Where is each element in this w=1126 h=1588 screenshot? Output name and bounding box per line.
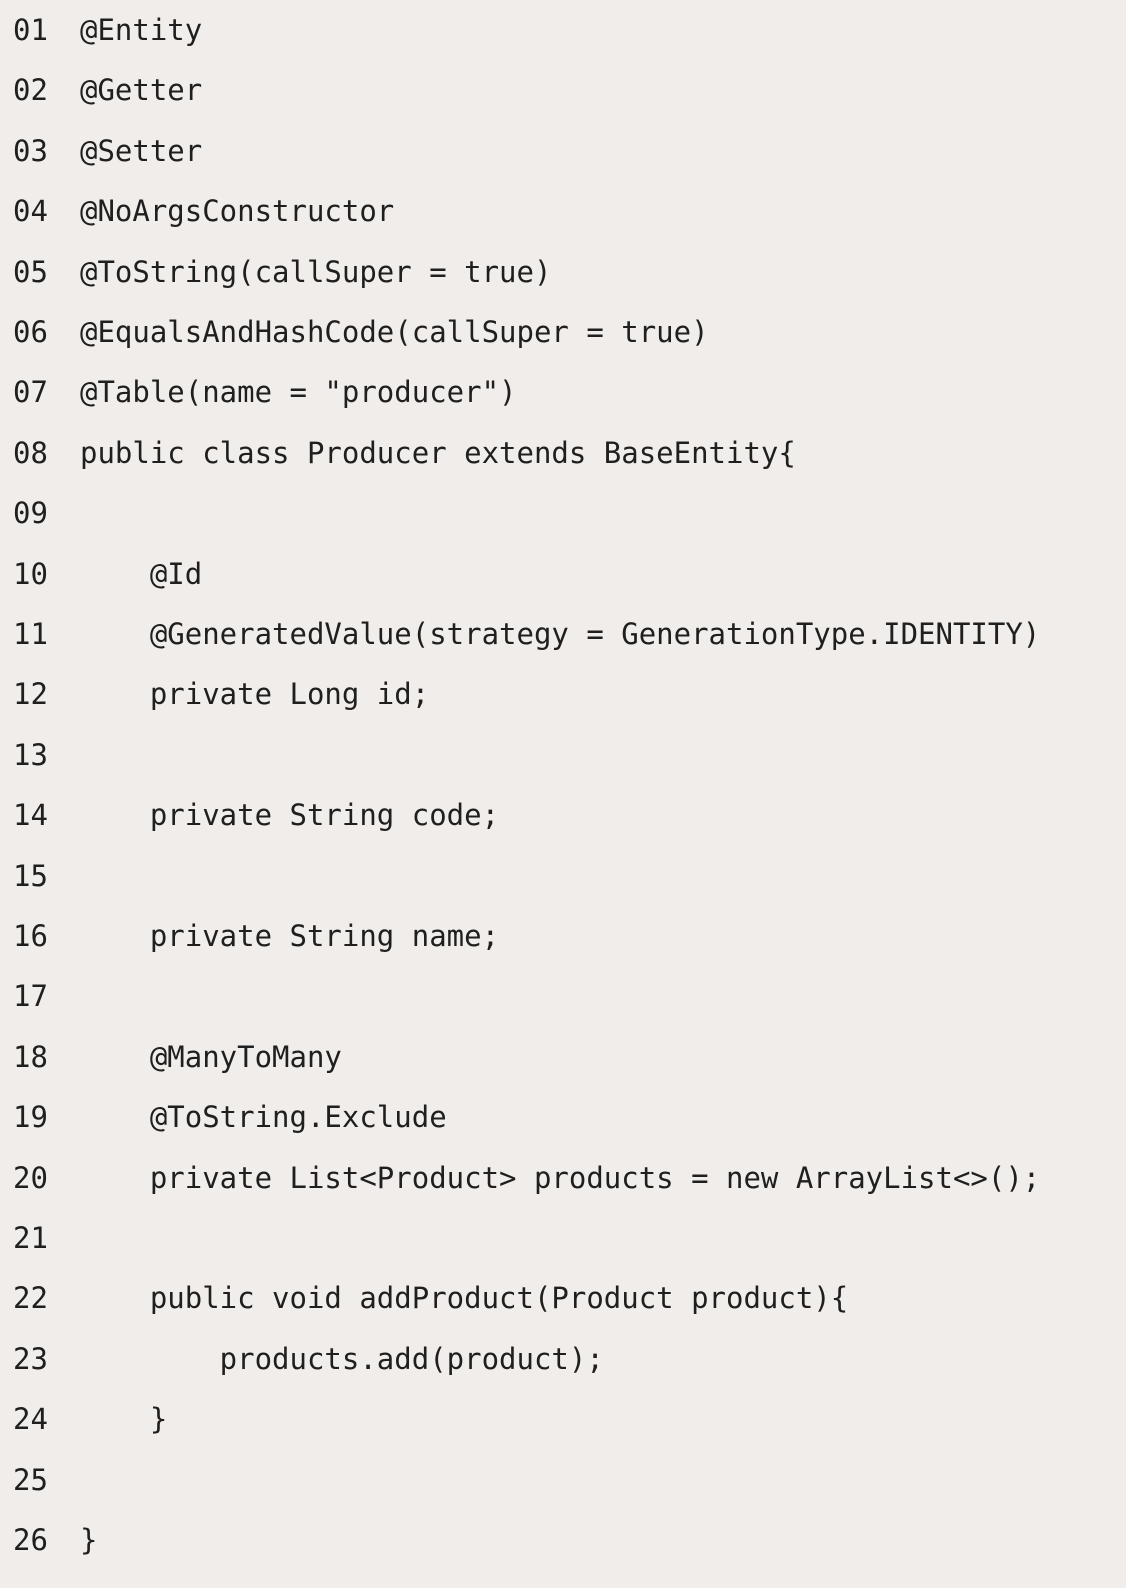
code-line: 04 @NoArgsConstructor xyxy=(0,181,1126,242)
line-number: 01 xyxy=(13,13,48,47)
line-number: 16 xyxy=(13,919,48,953)
line-number: 05 xyxy=(13,254,48,289)
code-line: 17 xyxy=(0,966,1126,1027)
line-number: 26 xyxy=(13,1523,48,1557)
line-text: @Setter xyxy=(80,133,203,168)
line-number: 20 xyxy=(13,1160,48,1195)
line-number: 11 xyxy=(13,617,48,651)
code-line: 10 @Id xyxy=(0,544,1126,605)
line-number: 03 xyxy=(13,133,48,168)
code-line: 06 @EqualsAndHashCode(callSuper = true) xyxy=(0,302,1126,363)
code-line: 21 xyxy=(0,1208,1126,1269)
code-line: 19 @ToString.Exclude xyxy=(0,1087,1126,1148)
line-number: 24 xyxy=(13,1402,48,1437)
line-text: @Entity xyxy=(80,13,203,47)
code-line: 20 private List<Product> products = new … xyxy=(0,1148,1126,1209)
line-number: 18 xyxy=(13,1039,48,1074)
code-line: 07 @Table(name = "producer") xyxy=(0,362,1126,423)
line-number: 10 xyxy=(13,556,48,591)
line-text: @EqualsAndHashCode(callSuper = true) xyxy=(80,315,709,349)
line-number: 25 xyxy=(13,1462,48,1497)
line-text: @GeneratedValue(strategy = GenerationTyp… xyxy=(80,617,1041,651)
code-line: 11 @GeneratedValue(strategy = Generation… xyxy=(0,604,1126,665)
line-text: public class Producer extends BaseEntity… xyxy=(80,435,796,470)
line-number: 17 xyxy=(13,979,48,1014)
line-text: private String name; xyxy=(80,919,500,953)
line-number: 22 xyxy=(13,1281,48,1316)
line-number: 07 xyxy=(13,375,48,410)
line-number: 04 xyxy=(13,194,48,229)
line-number: 13 xyxy=(13,737,48,772)
code-line: 25 xyxy=(0,1450,1126,1511)
line-text: @ToString.Exclude xyxy=(80,1100,447,1135)
code-line: 13 xyxy=(0,725,1126,786)
line-text: private List<Product> products = new Arr… xyxy=(80,1160,1041,1195)
code-line: 01 @Entity xyxy=(0,0,1126,61)
line-text: @Table(name = "producer") xyxy=(80,375,517,410)
code-line: 22 public void addProduct(Product produc… xyxy=(0,1268,1126,1329)
code-line: 14 private String code; xyxy=(0,785,1126,846)
line-number: 12 xyxy=(13,677,48,712)
code-line: 18 @ManyToMany xyxy=(0,1027,1126,1088)
line-text: @ToString(callSuper = true) xyxy=(80,254,552,289)
line-number: 06 xyxy=(13,315,48,349)
code-line: 23 products.add(product); xyxy=(0,1329,1126,1390)
line-text: @Id xyxy=(80,556,203,591)
line-number: 14 xyxy=(13,798,48,833)
line-number: 19 xyxy=(13,1100,48,1135)
line-number: 09 xyxy=(13,496,48,531)
line-text: @ManyToMany xyxy=(80,1039,342,1074)
line-number: 23 xyxy=(13,1341,48,1376)
code-line: 26} xyxy=(0,1510,1126,1571)
code-line: 05 @ToString(callSuper = true) xyxy=(0,242,1126,303)
line-number: 21 xyxy=(13,1221,48,1255)
line-text: @NoArgsConstructor xyxy=(80,194,395,229)
code-line: 02 @Getter xyxy=(0,60,1126,121)
code-line: 24 } xyxy=(0,1389,1126,1450)
code-line: 03 @Setter xyxy=(0,121,1126,182)
line-text: } xyxy=(80,1523,98,1557)
line-text: } xyxy=(80,1402,168,1437)
code-line: 12 private Long id; xyxy=(0,664,1126,725)
line-number: 08 xyxy=(13,435,48,470)
code-line: 09 xyxy=(0,483,1126,544)
line-text: private Long id; xyxy=(80,677,430,712)
code-line: 15 xyxy=(0,846,1126,907)
line-text: @Getter xyxy=(80,73,203,108)
line-number: 15 xyxy=(13,858,48,893)
code-line: 08 public class Producer extends BaseEnti… xyxy=(0,423,1126,484)
line-text: private String code; xyxy=(80,798,500,833)
line-text: public void addProduct(Product product){ xyxy=(80,1281,849,1316)
line-number: 02 xyxy=(13,73,48,108)
code-line: 16 private String name; xyxy=(0,906,1126,967)
line-text: products.add(product); xyxy=(80,1341,604,1376)
